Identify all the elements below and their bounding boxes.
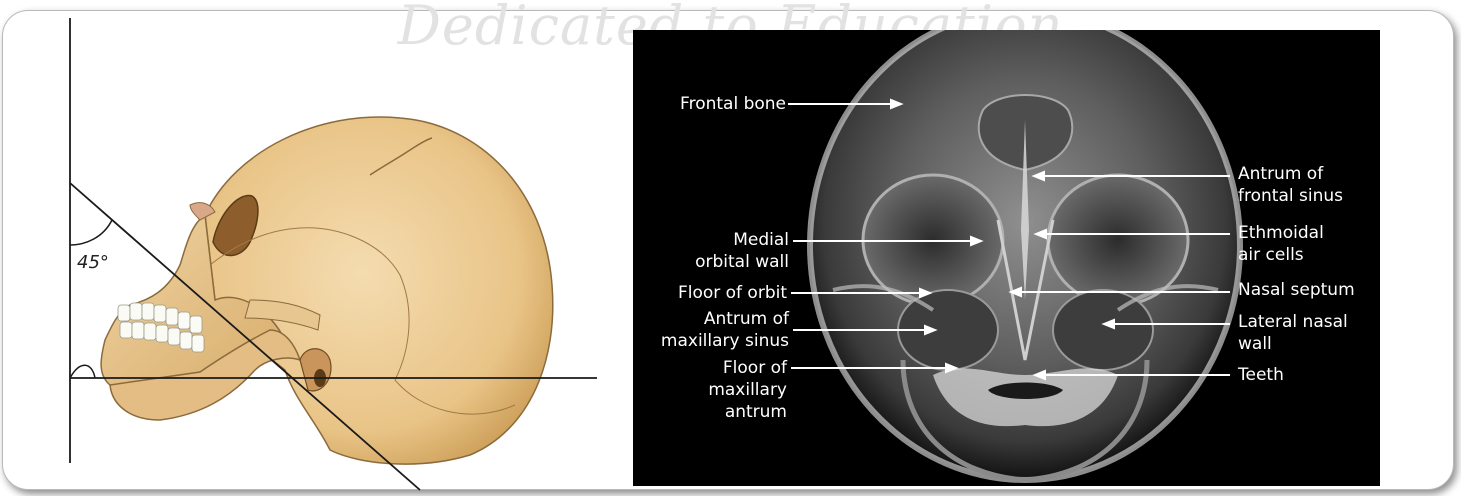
- label-teeth: Teeth: [1238, 364, 1284, 386]
- label-antrum-of-frontal-sinus: Antrum of frontal sinus: [1238, 163, 1343, 207]
- lateral-skull-diagram: [40, 16, 610, 491]
- label-lateral-nasal-wall: Lateral nasal wall: [1238, 311, 1348, 355]
- label-medial-orbital-wall: Medial orbital wall: [695, 229, 789, 273]
- label-floor-of-maxillary-antrum: Floor of maxillary antrum: [708, 357, 787, 423]
- label-antrum-of-maxillary-sinus: Antrum of maxillary sinus: [661, 308, 789, 352]
- label-nasal-septum: Nasal septum: [1238, 279, 1355, 301]
- angle-arc: [70, 220, 112, 245]
- label-frontal-bone: Frontal bone: [680, 93, 786, 115]
- label-floor-of-orbit: Floor of orbit: [678, 282, 787, 304]
- xray-image: Frontal bone Medial orbital wall Floor o…: [633, 30, 1380, 486]
- label-ethmoidal-air-cells: Ethmoidal air cells: [1238, 222, 1324, 266]
- angle-label: 45°: [77, 252, 109, 273]
